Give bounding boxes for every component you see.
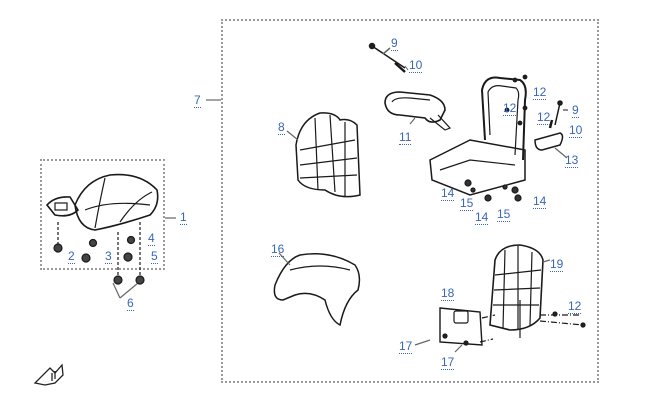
callout-12-a[interactable]: 12: [533, 85, 547, 100]
callout-15-a[interactable]: 15: [460, 196, 474, 211]
callout-5[interactable]: 5: [151, 249, 158, 264]
callout-7[interactable]: 7: [194, 93, 201, 108]
callout-2[interactable]: 2: [68, 249, 75, 264]
callout-13[interactable]: 13: [565, 153, 579, 168]
callout-4[interactable]: 4: [148, 231, 155, 246]
callout-6[interactable]: 6: [127, 296, 134, 311]
callout-14-b[interactable]: 14: [475, 210, 489, 225]
callout-12-c[interactable]: 12: [537, 110, 551, 125]
callout-16[interactable]: 16: [271, 242, 285, 257]
callout-14-c[interactable]: 14: [533, 194, 547, 209]
leader-line-6b: [119, 282, 139, 299]
seat-cushion-part: [45, 173, 159, 231]
callout-17-b[interactable]: 17: [441, 355, 455, 370]
callout-15-b[interactable]: 15: [497, 207, 511, 222]
callout-19[interactable]: 19: [550, 257, 564, 272]
seat-cover-shell-part: [273, 252, 361, 327]
callout-14-a[interactable]: 14: [441, 186, 455, 201]
backrest-frame-part: [429, 74, 528, 196]
callout-8[interactable]: 8: [278, 120, 285, 135]
callout-11[interactable]: 11: [399, 130, 412, 145]
callout-9-right[interactable]: 9: [572, 103, 579, 118]
backrest-shell-part: [489, 244, 586, 338]
front-arrow-icon: [33, 363, 64, 386]
callout-12-b[interactable]: 12: [503, 101, 517, 116]
grab-handle-part: [384, 91, 452, 131]
callout-1[interactable]: 1: [180, 210, 187, 225]
callout-10-left[interactable]: 10: [409, 58, 423, 73]
spacer-10-right: [548, 119, 554, 129]
backrest-cushion-part: [286, 112, 361, 198]
spacer-10-left: [394, 62, 409, 73]
callout-18[interactable]: 18: [441, 286, 455, 301]
back-panel-18-part: [414, 307, 496, 353]
fasteners-14-15: [464, 179, 522, 202]
callout-17-a[interactable]: 17: [399, 339, 413, 354]
callout-10-right[interactable]: 10: [569, 123, 583, 138]
callout-12-d[interactable]: 12: [568, 299, 582, 314]
leader-line-6a: [112, 282, 121, 299]
bolt-9-left: [368, 42, 406, 69]
callout-9-left[interactable]: 9: [391, 36, 398, 51]
seat-assembly-group-box: [40, 159, 165, 270]
seat-fasteners: [53, 222, 145, 285]
callout-3[interactable]: 3: [105, 249, 112, 264]
bolt-9-right: [554, 100, 568, 126]
bracket-13-part: [534, 132, 568, 159]
backrest-assembly-group-box: [221, 19, 599, 383]
